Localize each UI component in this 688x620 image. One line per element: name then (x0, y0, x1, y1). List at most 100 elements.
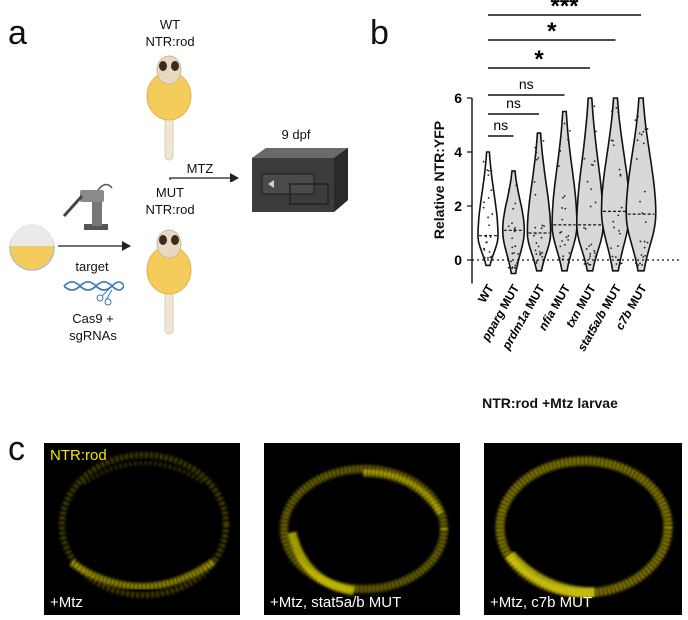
significance-label: ns (506, 95, 521, 111)
y-tick-label: 2 (454, 198, 462, 214)
violin-series (477, 97, 657, 275)
data-point (588, 257, 591, 260)
data-point (515, 184, 518, 187)
data-point (541, 264, 544, 267)
data-point (589, 263, 592, 266)
y-axis-label: Relative NTR:YFP (431, 121, 447, 239)
data-point (562, 255, 565, 258)
data-point (618, 168, 621, 171)
data-point (592, 164, 595, 167)
data-point (511, 267, 514, 269)
data-point (568, 130, 571, 132)
data-point (488, 169, 490, 172)
y-tick-label: 6 (454, 90, 462, 106)
micrograph-caption: +Mtz, c7b MUT (490, 594, 593, 611)
data-point (512, 207, 515, 210)
significance-label: *** (550, 0, 579, 20)
data-point (490, 189, 493, 192)
mut-label: MUT NTR:rod (130, 184, 210, 218)
y-tick-label: 0 (454, 252, 462, 268)
data-point (535, 253, 538, 255)
data-point (563, 122, 566, 125)
data-point (583, 263, 586, 265)
data-point (487, 174, 490, 176)
data-point (543, 225, 545, 228)
data-point (637, 264, 640, 267)
data-point (486, 241, 488, 243)
data-point (610, 110, 613, 113)
data-point (641, 212, 644, 215)
data-point (534, 193, 537, 196)
data-point (567, 138, 569, 141)
panel-label-c: c (8, 430, 25, 468)
micrograph-caption: +Mtz (50, 594, 83, 611)
data-point (516, 263, 519, 266)
data-point (535, 151, 538, 154)
data-point (583, 226, 585, 229)
data-point (610, 247, 612, 250)
data-point (535, 260, 538, 263)
target-label: target (75, 259, 109, 274)
data-point (646, 127, 649, 130)
data-point (510, 260, 512, 263)
data-point (517, 253, 520, 255)
mtz-label: MTZ (186, 161, 214, 176)
mut-larva-icon (146, 229, 192, 335)
data-point (482, 177, 485, 180)
significance-label: ns (493, 117, 508, 133)
data-point (537, 157, 540, 159)
data-point (566, 124, 569, 127)
mut-label-line1: MUT (155, 185, 185, 200)
data-point (489, 236, 492, 238)
data-point (511, 237, 514, 240)
data-point (483, 201, 485, 204)
data-point (643, 190, 646, 193)
data-point (593, 160, 596, 163)
data-point (609, 256, 611, 259)
data-point (586, 262, 589, 265)
data-point (620, 206, 623, 209)
data-point (513, 228, 516, 231)
data-point (568, 252, 571, 254)
data-point (639, 240, 642, 243)
data-point (588, 245, 591, 247)
data-point (634, 256, 637, 259)
data-point (643, 246, 646, 249)
data-point (482, 160, 485, 163)
y-tick-label: 4 (454, 144, 462, 160)
data-point (558, 257, 561, 259)
data-point (642, 130, 645, 133)
data-point (535, 262, 538, 264)
micrograph-tag: NTR:rod (50, 447, 107, 464)
data-point (584, 227, 587, 230)
data-point (646, 241, 649, 244)
data-point (644, 128, 647, 131)
wt-label-line2: NTR:rod (145, 34, 195, 49)
data-point (612, 220, 615, 223)
mut-label-line2: NTR:rod (145, 202, 195, 217)
dna-scissors-icon (63, 281, 124, 306)
significance-label: ns (519, 76, 534, 92)
target-arrow (58, 241, 131, 251)
micrograph-c7b: +Mtz, c7b MUT (484, 443, 682, 615)
data-point (563, 195, 566, 197)
x-axis-label: NTR:rod +Mtz larvae (482, 395, 618, 411)
data-point (516, 261, 518, 264)
data-point (490, 170, 493, 173)
data-point (615, 106, 618, 109)
data-point (634, 119, 637, 121)
panel-label-b: b (370, 14, 389, 52)
data-point (594, 201, 597, 204)
data-point (514, 245, 517, 248)
data-point (619, 173, 622, 176)
data-point (511, 222, 513, 225)
data-point (565, 236, 568, 239)
data-point (644, 254, 647, 257)
data-point (634, 262, 637, 265)
data-point (619, 232, 621, 235)
retina-image-c7b (495, 456, 673, 599)
data-point (568, 261, 571, 264)
data-point (534, 226, 537, 229)
data-point (611, 264, 613, 267)
violin-txn-mut (575, 97, 605, 272)
